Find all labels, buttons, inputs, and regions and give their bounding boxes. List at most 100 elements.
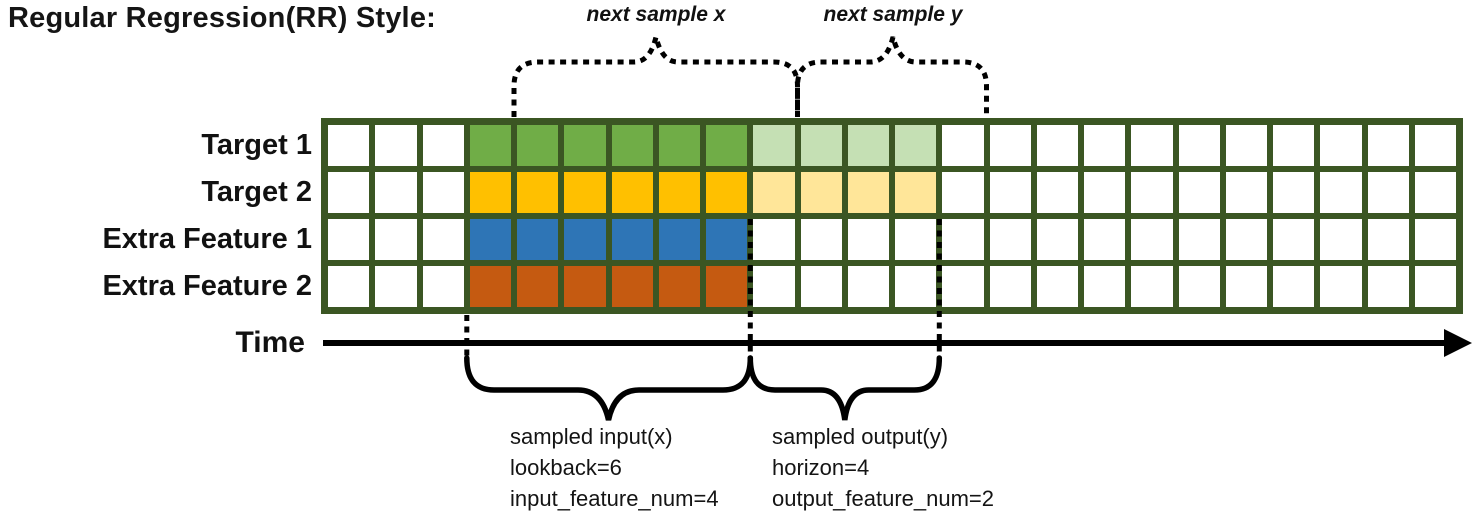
sampled-input-title: sampled input(x) bbox=[510, 424, 673, 449]
grid-cell bbox=[895, 125, 937, 166]
grid-cell bbox=[1036, 219, 1078, 260]
grid-cell bbox=[1320, 125, 1362, 166]
grid-cell bbox=[611, 125, 653, 166]
next-sample-y-brace bbox=[795, 36, 989, 117]
grid-cell bbox=[469, 125, 511, 166]
grid-cell bbox=[1367, 219, 1409, 260]
grid-cell bbox=[1131, 125, 1173, 166]
output-feature-num-value: output_feature_num=2 bbox=[772, 486, 995, 511]
grid-cell bbox=[706, 172, 748, 213]
grid-cell bbox=[800, 266, 842, 307]
grid-cell bbox=[942, 266, 984, 307]
grid-cell bbox=[1084, 219, 1126, 260]
grid-cell bbox=[375, 266, 417, 307]
grid-cell bbox=[1320, 172, 1362, 213]
grid-cell bbox=[517, 266, 559, 307]
sampled-input-brace bbox=[464, 355, 754, 421]
grid-cell bbox=[611, 266, 653, 307]
grid-cell bbox=[611, 172, 653, 213]
grid-cell bbox=[1084, 172, 1126, 213]
grid-cell bbox=[706, 266, 748, 307]
grid-cell bbox=[1036, 266, 1078, 307]
grid-cell bbox=[1084, 125, 1126, 166]
sampled-input-annotation: sampled input(x) lookback=6 input_featur… bbox=[510, 421, 719, 514]
grid-cell bbox=[895, 219, 937, 260]
grid-cell bbox=[517, 219, 559, 260]
next-sample-x-label: next sample x bbox=[586, 3, 726, 26]
grid-cell bbox=[1414, 219, 1456, 260]
grid-cell bbox=[989, 219, 1031, 260]
grid-cell bbox=[658, 125, 700, 166]
grid-cell bbox=[989, 266, 1031, 307]
grid-cell bbox=[564, 266, 606, 307]
next-sample-y-label: next sample y bbox=[823, 3, 963, 26]
grid-cell bbox=[564, 172, 606, 213]
grid-cell bbox=[753, 172, 795, 213]
grid-cell bbox=[375, 219, 417, 260]
grid-cell bbox=[1225, 219, 1267, 260]
grid-cell bbox=[1273, 219, 1315, 260]
grid-cell bbox=[1178, 219, 1220, 260]
grid-cell bbox=[1036, 125, 1078, 166]
grid-cell bbox=[989, 172, 1031, 213]
grid-cell bbox=[517, 172, 559, 213]
grid-cell bbox=[375, 125, 417, 166]
time-axis-label: Time bbox=[235, 326, 305, 359]
lookback-value: lookback=6 bbox=[510, 455, 622, 480]
grid-cell bbox=[1414, 172, 1456, 213]
grid-cell bbox=[800, 125, 842, 166]
grid-cell bbox=[1320, 266, 1362, 307]
grid-cell bbox=[564, 219, 606, 260]
grid-cell bbox=[847, 172, 889, 213]
grid-cell bbox=[1131, 266, 1173, 307]
input-feature-num-value: input_feature_num=4 bbox=[510, 486, 719, 511]
grid-cell bbox=[1414, 125, 1456, 166]
grid-cell bbox=[847, 266, 889, 307]
grid-cell bbox=[800, 172, 842, 213]
grid-cell bbox=[1273, 266, 1315, 307]
sample-grid bbox=[321, 118, 1463, 314]
sampled-output-title: sampled output(y) bbox=[772, 424, 949, 449]
grid-cell bbox=[1225, 172, 1267, 213]
diagram-title: Regular Regression(RR) Style: bbox=[8, 2, 436, 34]
next-sample-x-brace bbox=[511, 36, 800, 117]
grid-cell bbox=[1178, 266, 1220, 307]
grid-cell bbox=[564, 125, 606, 166]
grid-cell bbox=[1225, 125, 1267, 166]
grid-cell bbox=[1367, 172, 1409, 213]
grid-cell bbox=[753, 266, 795, 307]
grid-cell bbox=[658, 172, 700, 213]
row-label-target-1: Target 1 bbox=[201, 129, 312, 161]
grid-cell bbox=[1225, 266, 1267, 307]
sampled-output-annotation: sampled output(y) horizon=4 output_featu… bbox=[772, 421, 994, 514]
grid-cell bbox=[895, 266, 937, 307]
grid-cell bbox=[1178, 125, 1220, 166]
grid-cell bbox=[942, 125, 984, 166]
grid-cell bbox=[942, 172, 984, 213]
grid-cell bbox=[800, 219, 842, 260]
grid-cell bbox=[847, 125, 889, 166]
grid-cell bbox=[753, 125, 795, 166]
grid-cell bbox=[469, 172, 511, 213]
grid-cell bbox=[422, 266, 464, 307]
grid-cell bbox=[706, 125, 748, 166]
grid-cell bbox=[1273, 172, 1315, 213]
grid-cell bbox=[1367, 266, 1409, 307]
horizon-value: horizon=4 bbox=[772, 455, 870, 480]
grid-cell bbox=[1131, 172, 1173, 213]
grid-cell bbox=[1178, 172, 1220, 213]
grid-cell bbox=[753, 219, 795, 260]
grid-cell bbox=[517, 125, 559, 166]
grid-cell bbox=[611, 219, 653, 260]
grid-cell bbox=[658, 219, 700, 260]
grid-cell bbox=[658, 266, 700, 307]
grid-cell bbox=[422, 219, 464, 260]
grid-cell bbox=[1273, 125, 1315, 166]
grid-cell bbox=[328, 266, 370, 307]
grid-cell bbox=[706, 219, 748, 260]
sampled-output-brace bbox=[747, 355, 943, 421]
row-label-extra-feature-1: Extra Feature 1 bbox=[102, 223, 312, 255]
grid-cell bbox=[422, 125, 464, 166]
grid-cell bbox=[1131, 219, 1173, 260]
